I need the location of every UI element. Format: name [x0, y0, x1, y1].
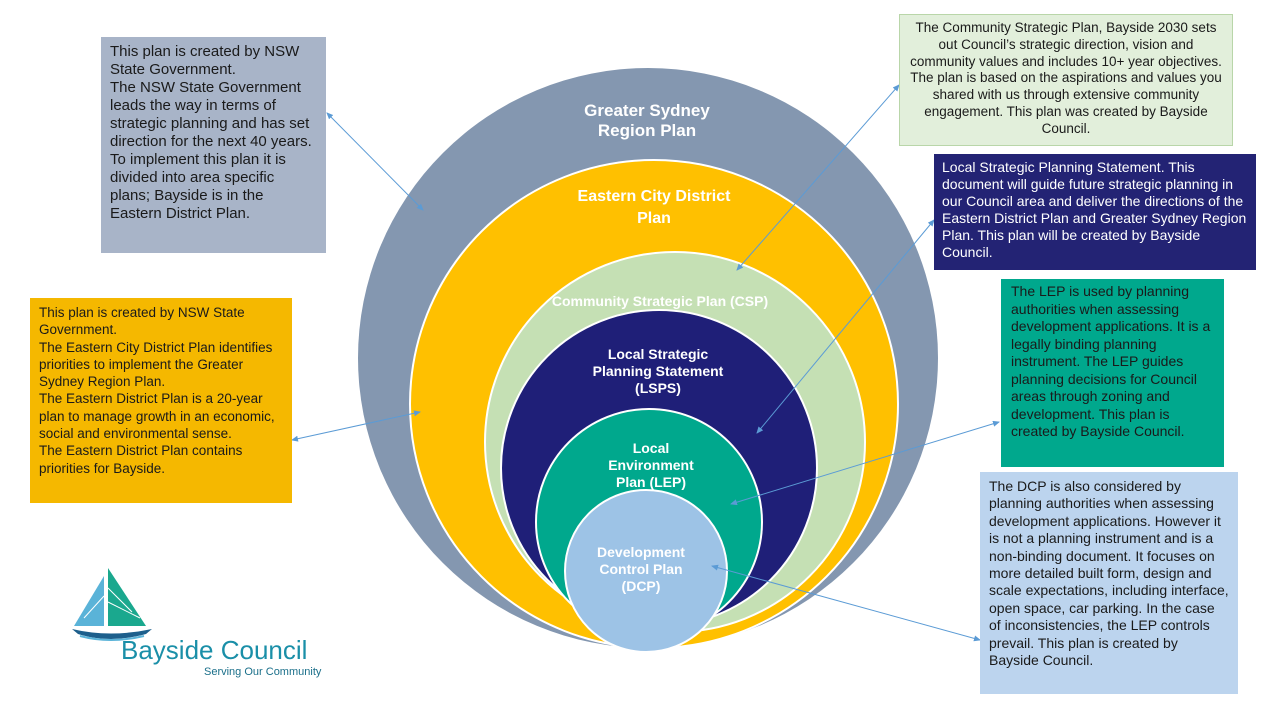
arrow-dcp	[711, 564, 981, 642]
sail-icon	[72, 568, 152, 641]
callout-eastern-city-plan: This plan is created by NSW State Govern…	[30, 298, 292, 503]
callout-nsw-plan: This plan is created by NSW State Govern…	[101, 37, 326, 253]
callout-lep: The LEP is used by planning authorities …	[1001, 279, 1224, 467]
logo-name: Bayside Council	[121, 635, 308, 665]
arrow-eastern-city	[291, 410, 421, 442]
label-csp: Community Strategic Plan (CSP)	[552, 293, 768, 309]
arrow-nsw	[326, 112, 424, 211]
bayside-council-logo: Bayside Council Serving Our Community	[70, 566, 330, 686]
logo-tagline: Serving Our Community	[204, 666, 322, 678]
callout-dcp: The DCP is also considered by planning a…	[980, 472, 1238, 694]
callout-lsps: Local Strategic Planning Statement. This…	[934, 154, 1256, 270]
callout-csp: The Community Strategic Plan, Bayside 20…	[899, 14, 1233, 146]
arrow-lep	[730, 420, 1000, 506]
arrow-lsps	[756, 219, 935, 434]
